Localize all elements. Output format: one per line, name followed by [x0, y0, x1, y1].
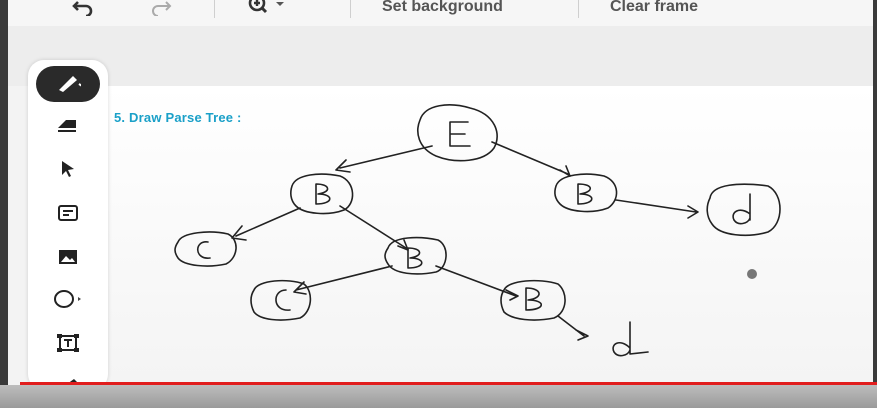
- tree-node-circle: [290, 173, 354, 215]
- tree-node-circle: [250, 279, 312, 321]
- tree-node-circle: [554, 173, 618, 213]
- pen-tool-button[interactable]: [28, 66, 108, 102]
- eraser-tool-button[interactable]: [28, 108, 108, 142]
- tree-node-label: [196, 241, 211, 259]
- parse-tree-drawing: [174, 104, 781, 357]
- text-box-icon: [57, 334, 79, 352]
- shape-tool-button[interactable]: [28, 282, 108, 316]
- tree-node-label: [525, 287, 543, 311]
- video-controls-bar: [0, 385, 877, 408]
- zoom-in-icon[interactable]: [248, 0, 288, 19]
- tree-leaf-label: [612, 321, 649, 357]
- image-icon: [59, 250, 77, 264]
- toolbar-separator: [350, 0, 351, 18]
- whiteboard-title: 5. Draw Parse Tree :: [114, 110, 242, 125]
- top-toolbar: Set background Clear frame: [8, 0, 877, 27]
- window-edge-left: [0, 0, 8, 408]
- tree-node-label: [449, 121, 471, 147]
- set-background-button[interactable]: Set background: [382, 0, 503, 15]
- tree-edge: [435, 265, 519, 301]
- cursor-dot: [747, 269, 757, 279]
- text-box-tool-button[interactable]: [28, 326, 108, 360]
- pen-icon: [59, 76, 81, 92]
- window-edge-right: [873, 0, 877, 408]
- sticky-note-tool-button[interactable]: [28, 196, 108, 230]
- toolbar-separator: [578, 0, 579, 18]
- tree-node-circle: [174, 231, 237, 267]
- toolbar-separator: [214, 0, 215, 18]
- tree-edge: [231, 207, 301, 241]
- tree-node-label: [315, 183, 331, 205]
- eraser-icon: [58, 120, 76, 132]
- shape-icon: [54, 290, 81, 308]
- clear-frame-button[interactable]: Clear frame: [610, 0, 699, 15]
- tool-palette: [28, 60, 108, 393]
- sticky-note-icon: [58, 205, 78, 221]
- pointer-icon: [62, 161, 74, 177]
- canvas-margin: [8, 26, 877, 86]
- video-progress-bar[interactable]: [20, 382, 877, 385]
- tree-edge: [339, 205, 409, 251]
- redo-icon[interactable]: [150, 0, 172, 19]
- tree-edge: [491, 141, 571, 177]
- tree-edge: [557, 315, 589, 341]
- tree-node-circle: [384, 236, 447, 275]
- tree-node-circle: [500, 279, 566, 321]
- image-tool-button[interactable]: [28, 240, 108, 274]
- tree-edge: [293, 265, 393, 295]
- tree-edge: [615, 199, 699, 219]
- tree-node-label: [577, 183, 593, 205]
- tree-node-label: [732, 193, 751, 225]
- tree-node-circle: [417, 104, 498, 162]
- tree-edge: [335, 145, 433, 173]
- tree-node-label: [407, 247, 423, 269]
- pointer-tool-button[interactable]: [28, 152, 108, 186]
- tree-node-label: [275, 289, 291, 311]
- undo-icon[interactable]: [72, 0, 94, 19]
- tree-node-circle: [706, 183, 781, 237]
